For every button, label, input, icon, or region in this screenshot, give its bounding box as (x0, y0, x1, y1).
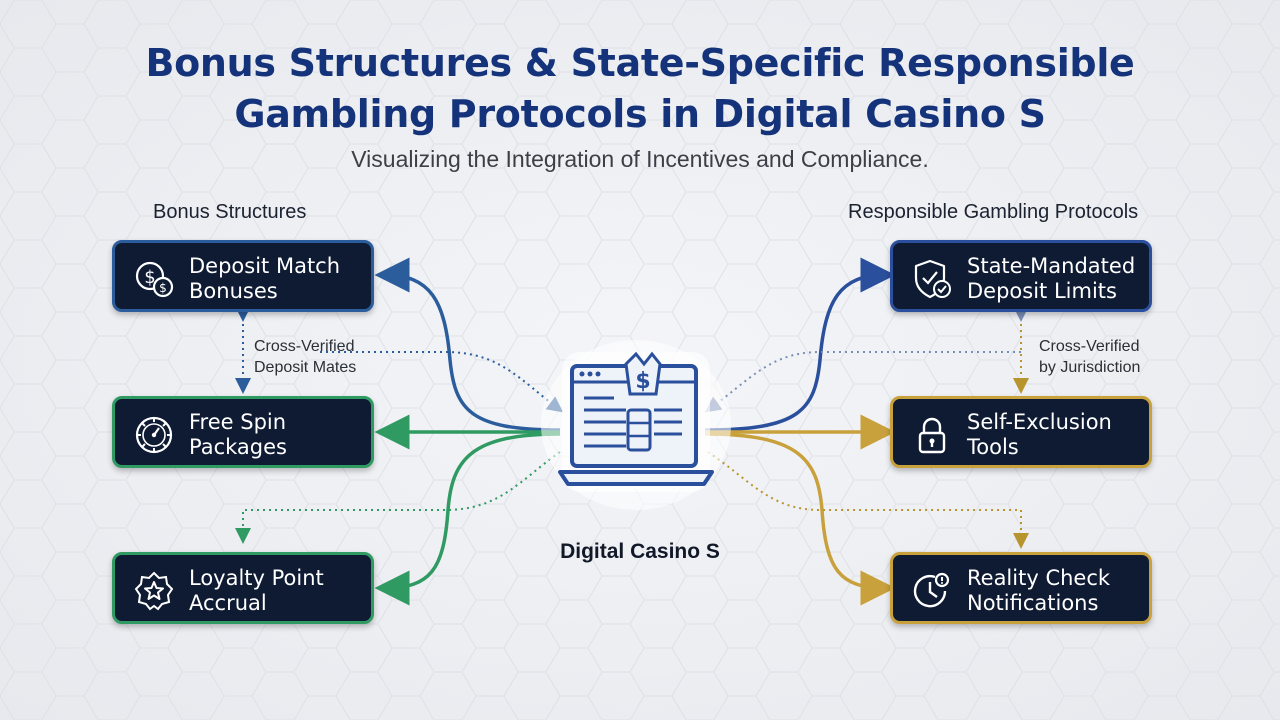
wire-hub-to-reality-check (704, 432, 896, 606)
node-label-line-1: Loyalty Point (189, 566, 324, 590)
page-title-line-1: Bonus Structures & State-Specific Respon… (145, 41, 1135, 85)
dotted-hub-from-deposit (320, 351, 564, 413)
wire-hub-to-deposit-match (374, 257, 561, 432)
padlock-icon (918, 417, 946, 454)
star-badge-icon (134, 571, 174, 611)
note-line-1: Cross-Verified (1039, 338, 1140, 355)
hub-label: Digital Casino S (560, 540, 720, 563)
svg-text:$: $ (144, 267, 155, 288)
svg-text:$: $ (635, 369, 650, 394)
laptop-casino-icon: $ (558, 351, 714, 492)
dotted-hub-from-limits (704, 351, 1021, 413)
dollar-coins-icon: $ $ (135, 261, 174, 298)
node-label-line-2: Accrual (189, 591, 267, 615)
node-label-line-2: Bonuses (189, 279, 278, 303)
note-line-2: by Jurisdiction (1039, 359, 1141, 376)
node-loyalty-point-accrual[interactable]: Loyalty Point Accrual (112, 552, 374, 624)
wire-hub-to-deposit-limits (704, 257, 896, 432)
node-label-line-1: Reality Check (967, 566, 1111, 590)
responsible-gambling-heading: Responsible Gambling Protocols (848, 201, 1139, 223)
clock-alert-icon (913, 572, 950, 608)
node-deposit-match-bonuses[interactable]: $ $ Deposit Match Bonuses (112, 240, 374, 312)
page-title-line-2: Gambling Protocols in Digital Casino S (234, 92, 1046, 136)
node-self-exclusion-tools[interactable]: Self-Exclusion Tools (890, 396, 1152, 468)
node-label-line-2: Tools (967, 435, 1019, 459)
wheel-icon (135, 416, 173, 454)
node-label-line-1: Deposit Match (189, 254, 341, 278)
node-label-line-2: Packages (189, 435, 287, 459)
node-label-line-2: Deposit Limits (967, 279, 1117, 303)
note-cross-verified-deposit: Cross-Verified Deposit Mates (254, 336, 356, 378)
bonus-structures-heading: Bonus Structures (153, 201, 307, 223)
note-line-1: Cross-Verified (254, 338, 355, 355)
wire-hub-to-loyalty (374, 432, 561, 606)
page-subtitle: Visualizing the Integration of Incentive… (351, 146, 929, 172)
node-label-line-1: Self-Exclusion (967, 410, 1112, 434)
svg-text:$: $ (159, 281, 167, 295)
node-label-line-1: State-Mandated (967, 254, 1136, 278)
node-state-mandated-deposit-limits[interactable]: State-Mandated Deposit Limits (890, 240, 1152, 312)
dotted-hub-to-reality (707, 451, 1029, 549)
node-reality-check-notifications[interactable]: Reality Check Notifications (890, 552, 1152, 624)
node-free-spin-packages[interactable]: Free Spin Packages (112, 396, 374, 468)
note-line-2: Deposit Mates (254, 359, 357, 376)
dotted-hub-to-loyalty (235, 451, 561, 544)
note-cross-verified-jurisdiction: Cross-Verified by Jurisdiction (1039, 336, 1140, 378)
node-label-line-1: Free Spin (189, 410, 287, 434)
shield-check-icon (914, 259, 951, 299)
node-label-line-2: Notifications (967, 591, 1099, 615)
